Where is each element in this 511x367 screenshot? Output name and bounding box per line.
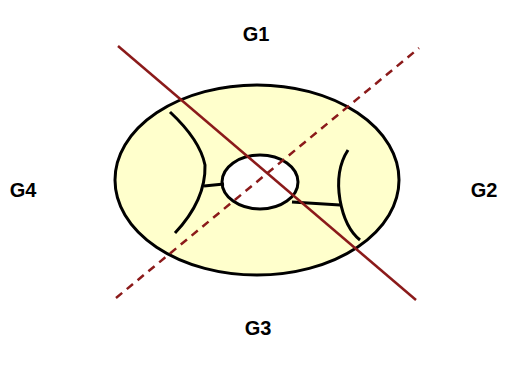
inner-ellipse (222, 155, 298, 209)
left-branch (204, 184, 224, 186)
region-label: G3 (245, 318, 272, 338)
dashed-line (116, 48, 419, 298)
region-label: G2 (471, 180, 498, 200)
outer-ellipse (115, 85, 399, 275)
right-branch (292, 202, 340, 205)
region-label: G4 (10, 180, 37, 200)
right-curve (339, 150, 360, 240)
left-curve (170, 112, 205, 233)
region-label: G1 (243, 24, 270, 44)
